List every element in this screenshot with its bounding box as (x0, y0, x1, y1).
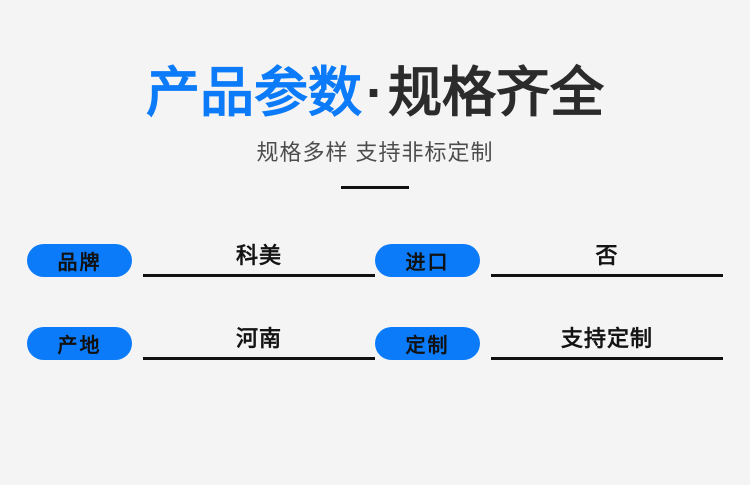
spec-label-origin: 产地 (27, 327, 132, 360)
title-rest: 规格齐全 (387, 63, 604, 123)
divider-container (0, 168, 750, 189)
spec-label-brand: 品牌 (27, 244, 132, 277)
spec-grid: 品牌 科美 进口 否 产地 河南 定制 支持定制 (0, 240, 750, 406)
spec-value-customization: 支持定制 (560, 326, 653, 351)
spec-item-origin: 产地 河南 (27, 323, 375, 406)
spec-value-underline-customization: 支持定制 (491, 323, 723, 360)
spec-item-import: 进口 否 (375, 240, 723, 323)
page-subtitle: 规格多样 支持非标定制 (256, 140, 494, 165)
spec-value-origin: 河南 (235, 326, 282, 351)
spec-item-brand: 品牌 科美 (27, 240, 375, 323)
title-divider (341, 186, 409, 189)
spec-item-customization: 定制 支持定制 (375, 323, 723, 406)
spec-value-brand: 科美 (235, 243, 282, 268)
page-title: 产品参数·规格齐全 (0, 0, 750, 124)
spec-value-underline-origin: 河南 (143, 323, 375, 360)
spec-value-import: 否 (595, 243, 619, 268)
title-highlight: 产品参数 (146, 63, 362, 123)
banner-header: 产品参数·规格齐全 规格多样 支持非标定制 (0, 0, 750, 189)
spec-value-underline-import: 否 (491, 240, 723, 277)
spec-label-customization: 定制 (375, 327, 480, 360)
spec-value-underline-brand: 科美 (143, 240, 375, 277)
title-separator-dot: · (366, 63, 384, 123)
spec-label-import: 进口 (375, 244, 480, 277)
